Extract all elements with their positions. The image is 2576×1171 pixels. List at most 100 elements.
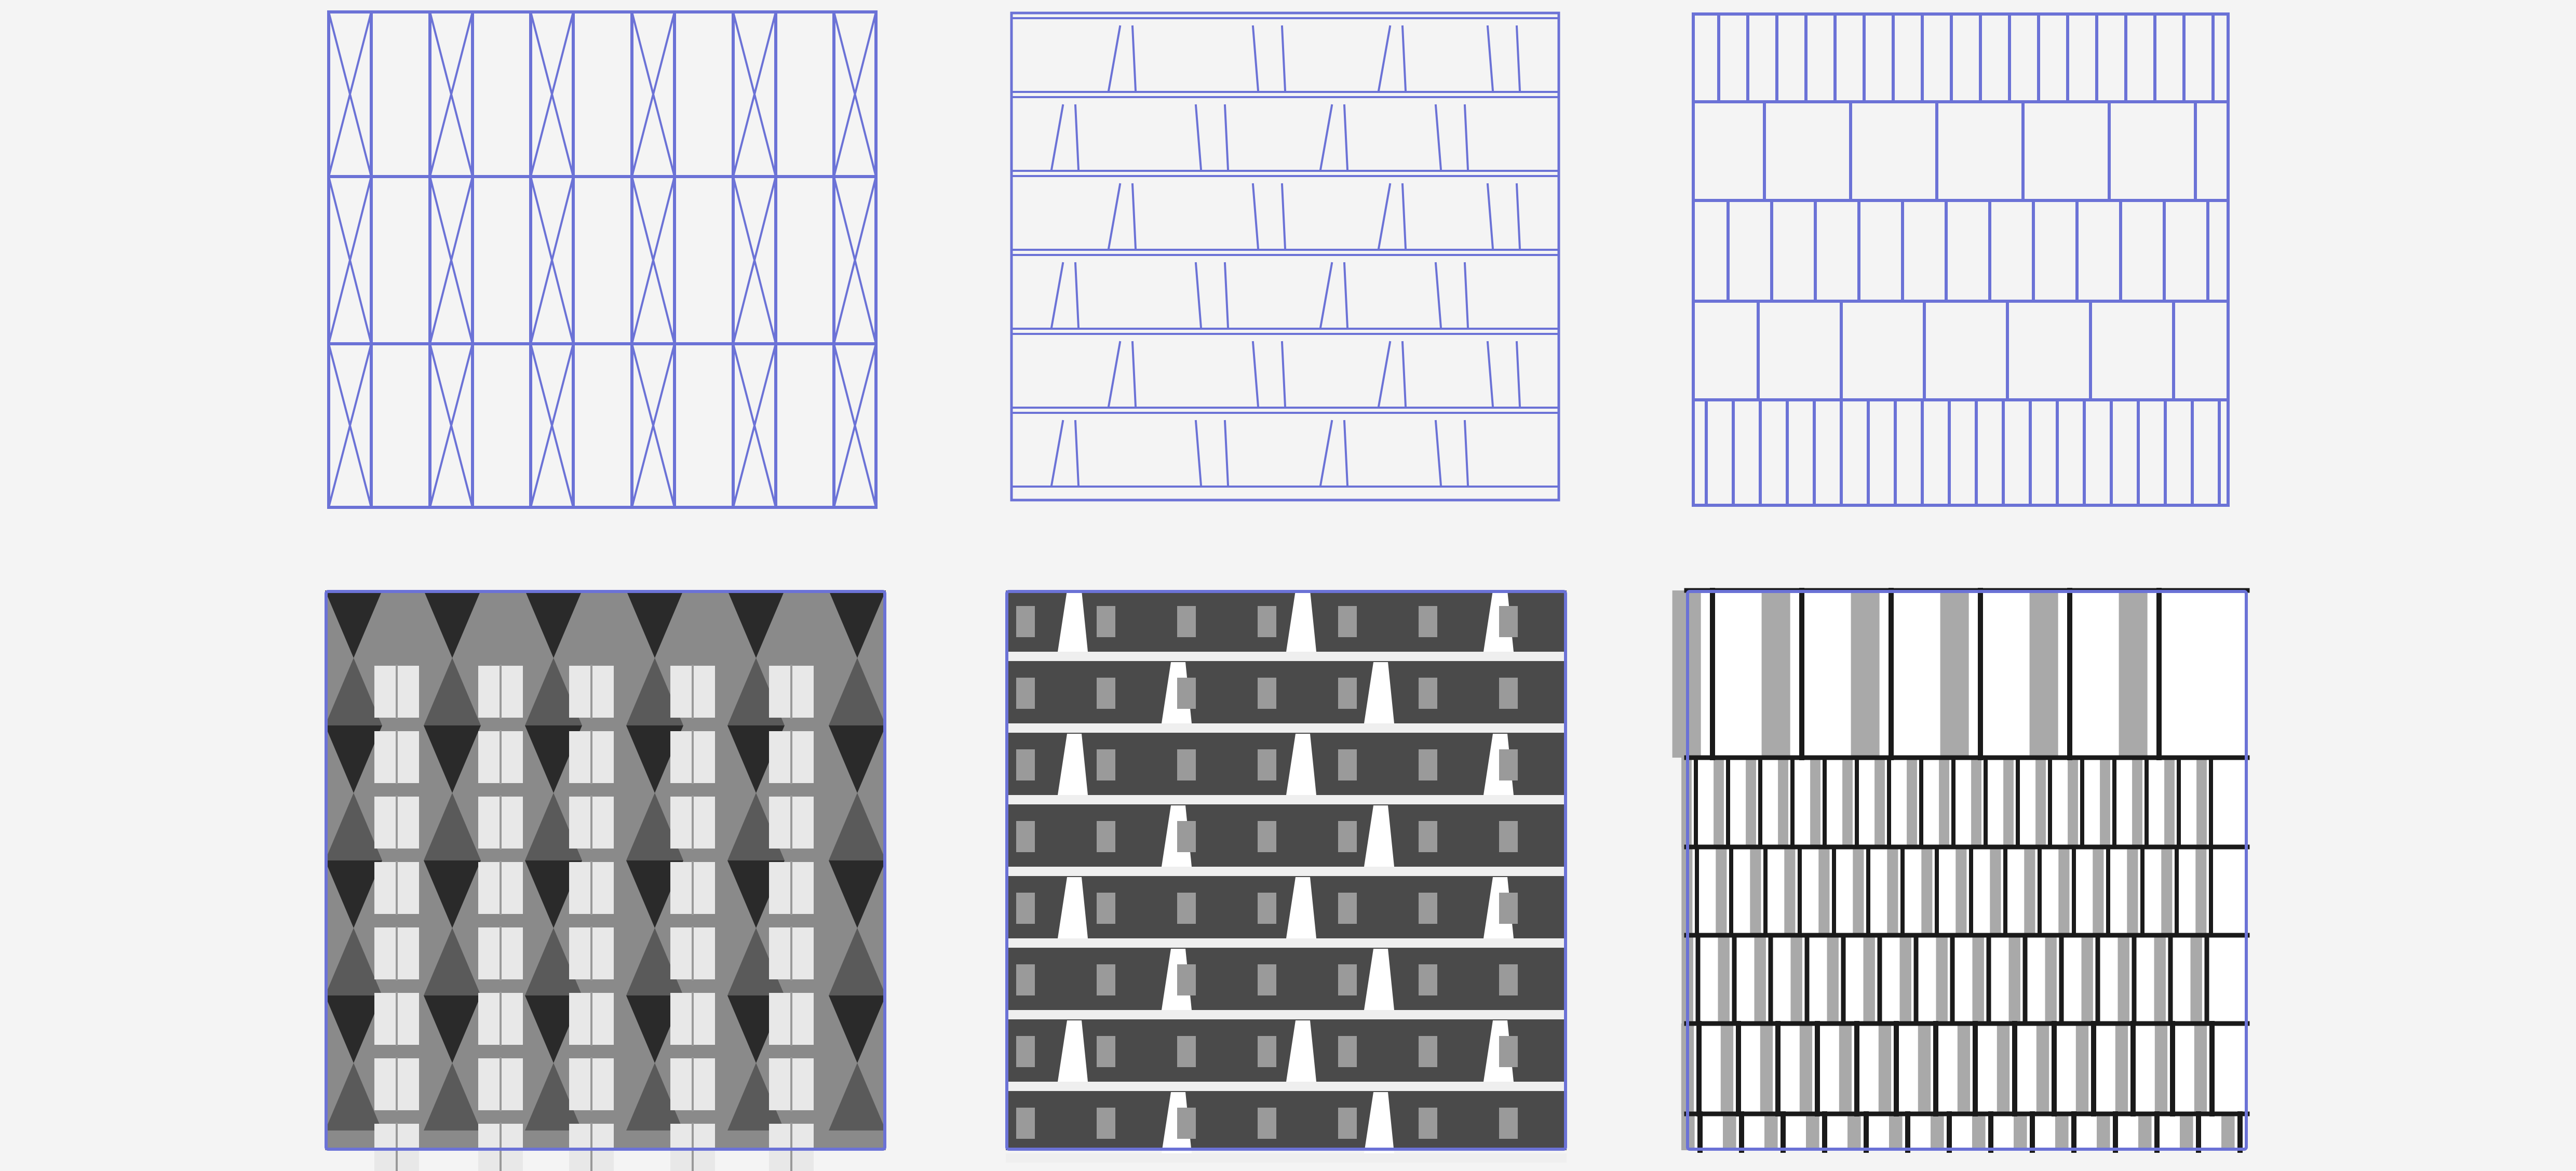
fin-edge (1131, 341, 1137, 408)
window (1419, 749, 1437, 780)
pilaster-facet (626, 928, 683, 995)
window (1016, 1108, 1035, 1139)
fin-edge (1280, 341, 1287, 408)
shadow-strip (2014, 1114, 2027, 1150)
pilaster-facet (829, 793, 886, 860)
window (1419, 821, 1437, 852)
fin-edge (1223, 262, 1230, 329)
pilaster-facet (424, 725, 481, 793)
shadow-strip (2081, 935, 2093, 1024)
fin-edge (1050, 420, 1064, 487)
pilaster-facet (325, 590, 382, 658)
shadow-strip (1907, 758, 1917, 847)
pilaster-facet (727, 590, 785, 658)
shadow-strip (1810, 758, 1820, 847)
shadow-strip (1990, 847, 2001, 935)
brace-diagonal (732, 175, 777, 345)
fin-edge (1194, 420, 1203, 487)
window (1499, 1036, 1518, 1067)
window (1016, 964, 1035, 995)
shadow-strip (1750, 847, 1761, 935)
fin-edge (1107, 341, 1122, 408)
brace-diagonal (529, 10, 575, 178)
window (1258, 606, 1276, 637)
diagram-frame (1692, 12, 2230, 507)
shadow-strip (2024, 847, 2035, 935)
slab-edge (1006, 795, 1567, 804)
brace-diagonal (428, 10, 474, 178)
shadow-strip (1889, 1114, 1903, 1150)
window (1499, 606, 1518, 637)
shadow-strip (2138, 1114, 2152, 1150)
pilaster-facet (626, 658, 683, 725)
shadow-strip (1955, 847, 1967, 935)
window (1177, 964, 1196, 995)
shadow-strip (1761, 590, 1790, 758)
window (1016, 1036, 1035, 1067)
window (1016, 893, 1035, 924)
white-fin (1058, 590, 1088, 652)
shadow-strip (1720, 1024, 1734, 1114)
slab-edge (1006, 652, 1567, 661)
brace-diagonal (327, 10, 373, 178)
fin-edge (1486, 25, 1494, 92)
window (1338, 606, 1357, 637)
fin-edge (1131, 183, 1137, 250)
window (1338, 749, 1357, 780)
pilaster-facet (525, 590, 582, 658)
brace-diagonal (630, 342, 676, 509)
shadow-strip (2161, 847, 2173, 935)
shadow-strip (1939, 758, 1949, 847)
fin-edge (1463, 104, 1469, 171)
shadow-strip (2194, 1024, 2207, 1114)
brace-diagonal (630, 175, 676, 345)
shadow-strip (2180, 1114, 2193, 1150)
shadow-strip (1716, 847, 1727, 935)
window (1499, 678, 1518, 709)
slab-edge (1006, 938, 1567, 948)
shadow-strip (1918, 1024, 1931, 1114)
shadow-strip (2100, 758, 2110, 847)
window (1177, 749, 1196, 780)
pilaster-facet (424, 1063, 481, 1130)
brace-diagonal (529, 175, 575, 345)
pilaster-facet (829, 928, 886, 995)
window (1097, 893, 1115, 924)
fin-edge (1434, 262, 1442, 329)
window (1338, 678, 1357, 709)
window (1097, 821, 1115, 852)
shadow-strip (1760, 1024, 1773, 1114)
white-fin (1286, 734, 1316, 795)
shadow-strip (2008, 935, 2020, 1024)
shadow-strip (2154, 1024, 2168, 1114)
shadow-strip (1936, 935, 1948, 1024)
window (1097, 1108, 1115, 1139)
pilaster-facet (525, 793, 582, 860)
window (1097, 1036, 1115, 1067)
white-fin (1058, 1020, 1088, 1082)
pilaster-facet (829, 590, 886, 658)
shadow-strip (2119, 590, 2148, 758)
shadow-strip (1972, 1114, 1986, 1150)
window (1177, 1108, 1196, 1139)
pilaster-facet (525, 995, 582, 1063)
shadow-strip (1921, 847, 1933, 935)
pilaster-facet (626, 725, 683, 793)
shadow-strip (1997, 1024, 2010, 1114)
white-fin (1364, 805, 1394, 867)
window (1338, 1108, 1357, 1139)
shadow-strip (2045, 935, 2057, 1024)
pilaster-facet (325, 658, 382, 725)
shadow-strip (1847, 1114, 1861, 1150)
window (1419, 964, 1437, 995)
shadow-strip (1940, 590, 1969, 758)
shadow-strip (1784, 847, 1796, 935)
window (1097, 964, 1115, 995)
brace-diagonal (732, 10, 777, 178)
shadow-strip (1714, 758, 1724, 847)
shadow-strip (2035, 758, 2046, 847)
white-fin (1364, 1092, 1394, 1153)
window (1338, 1036, 1357, 1067)
pilaster-facet (325, 995, 382, 1063)
pilaster-facet (626, 860, 683, 928)
